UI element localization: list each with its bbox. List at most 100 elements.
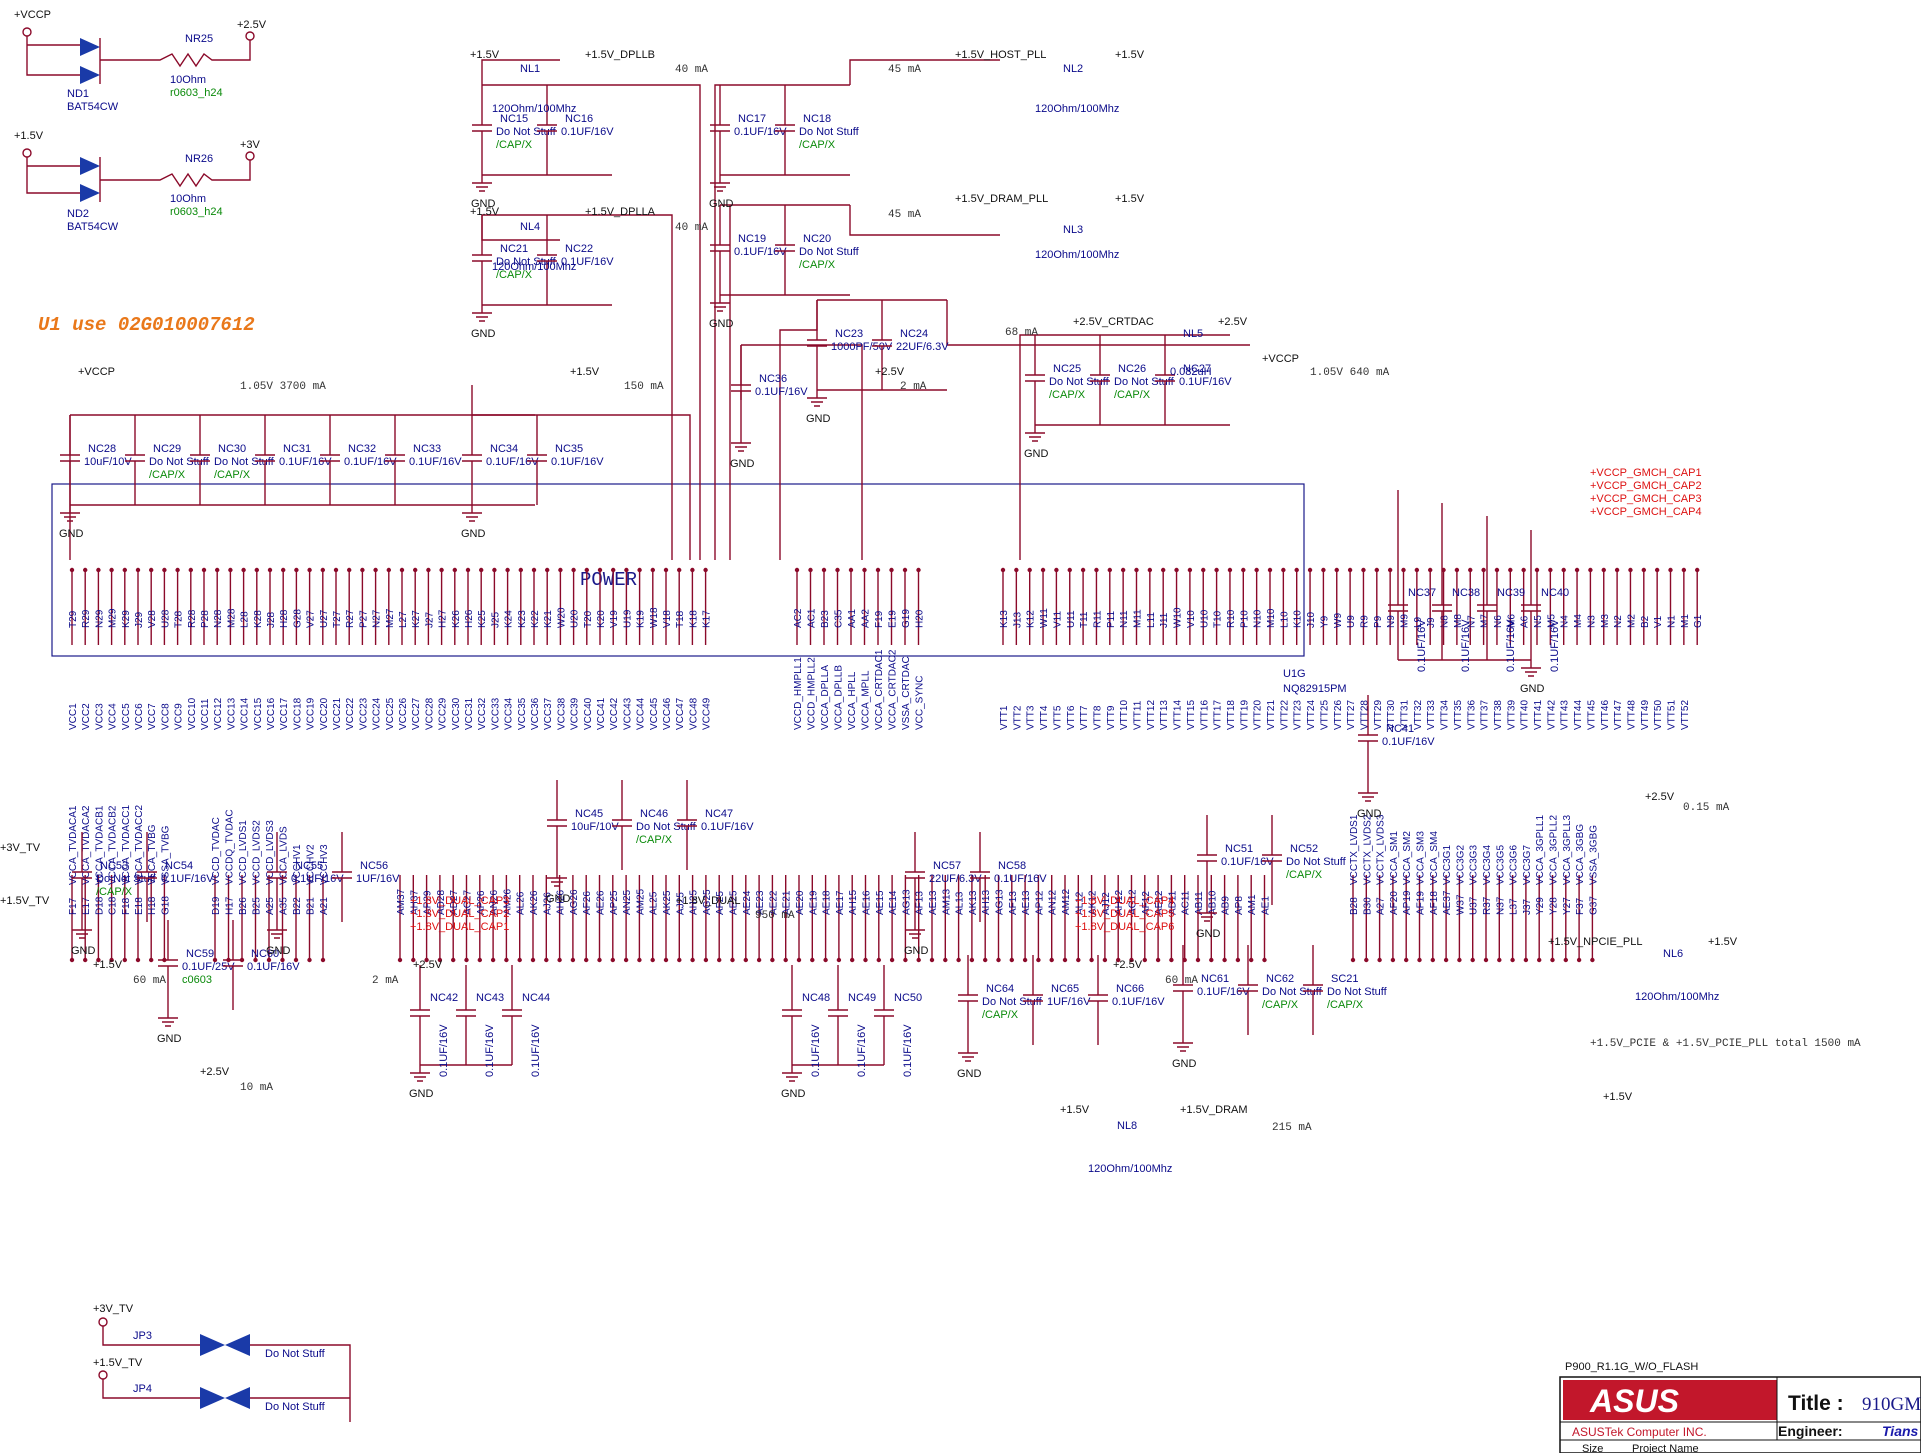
cap-value: 0.1UF/16V	[1221, 856, 1274, 868]
pin-name: VCCHV1	[292, 844, 303, 885]
pin-dot	[1254, 567, 1259, 573]
pin-name: VTT39	[1506, 700, 1517, 730]
pin-name: VCC22	[345, 697, 356, 730]
pin-number: M4	[1573, 614, 1584, 628]
cap-ref: SC21	[1331, 973, 1359, 985]
pin-name: VCC25	[385, 697, 396, 730]
pin-dot	[571, 567, 576, 573]
pin-dot	[610, 957, 615, 963]
pin-name: VCC16	[266, 697, 277, 730]
diode-circuit-2: +1.5V +3V ND2 BAT54CW NR26 10Ohm r0603_h…	[14, 130, 261, 233]
pin-number: AC1	[807, 608, 818, 628]
pin-dot	[1142, 957, 1148, 963]
pin-name: VTT10	[1119, 700, 1130, 730]
cap-sub: /CAP/X	[1049, 389, 1086, 401]
cap-ref: NC57	[933, 860, 961, 872]
cap-sub: /CAP/X	[1286, 869, 1323, 881]
pin-dot	[109, 957, 114, 963]
pin-dot	[1116, 957, 1121, 963]
pin-number: AK26	[529, 890, 540, 915]
pin-name: VTT35	[1453, 700, 1464, 730]
pin-dot	[122, 957, 128, 963]
pin-name: VTT50	[1653, 700, 1664, 730]
pin-name: VCC12	[213, 697, 224, 730]
pin-name: VTT41	[1533, 700, 1544, 730]
capacitor-icon	[72, 832, 92, 922]
pin-name: VTT38	[1493, 700, 1504, 730]
pin-dot	[1249, 957, 1254, 963]
pin-dot	[451, 957, 456, 963]
cap-ref: NC40	[1541, 587, 1569, 599]
pin-dot	[916, 567, 921, 573]
capacitor-icon	[60, 415, 80, 505]
pin-number: D19	[211, 896, 222, 915]
cap-value: 0.1UF/16V	[291, 873, 344, 885]
capacitor-icon	[874, 965, 894, 1065]
capacitor-icon	[462, 415, 482, 505]
pin-number: AB9	[1221, 896, 1232, 915]
current-note: 68 mA	[1005, 327, 1038, 339]
pin-number: U11	[1066, 610, 1077, 628]
net-label: +1.8V_DUAL_CAP2	[410, 908, 509, 920]
pin-number: G28	[292, 609, 303, 628]
pin-dot	[770, 957, 775, 963]
pin-name: VCCA_TVDACC2	[134, 805, 145, 885]
cap-sub: /CAP/X	[799, 259, 836, 271]
bead-val: 0.082uH	[1170, 366, 1212, 378]
ground-icon	[905, 922, 925, 939]
capacitor-icon	[1197, 815, 1217, 905]
pin-name: VCCA_3GBG	[1575, 824, 1586, 885]
pin-name: VTT1	[999, 705, 1010, 730]
current-note: 2 mA	[372, 975, 399, 987]
current-note: +1.5V_PCIE & +1.5V_PCIE_PLL total 1500 m…	[1590, 1038, 1861, 1050]
pin-name: VTT25	[1319, 700, 1330, 730]
pin-number: J29	[134, 611, 145, 628]
pin-number: L11	[1146, 612, 1157, 628]
pin-name: VCC37	[543, 697, 554, 730]
current-note: 950 mA	[755, 910, 795, 922]
pin-number: M8	[1453, 614, 1464, 628]
pin-number: AE13	[1021, 890, 1032, 915]
pin-dot	[916, 957, 921, 963]
pin-name: VTT37	[1480, 700, 1491, 730]
cap-value: 0.1UF/16V	[1112, 996, 1165, 1008]
pin-name: VCCTX_LVDS2	[1362, 814, 1373, 885]
cap-value: Do Not Stuff	[496, 126, 557, 138]
diode-circuit-1: +VCCP +2.5V ND1 BAT54CW NR25 10Ohm r0603…	[14, 9, 267, 113]
pin-dot	[743, 957, 748, 963]
pin-name: VCC3G2	[1455, 845, 1466, 885]
pin-number: J13	[1012, 611, 1023, 628]
rail-label: +1.5V_DRAM_PLL	[955, 193, 1048, 205]
pin-name: VTT43	[1560, 700, 1571, 730]
cap-value: Do Not Stuff	[636, 821, 697, 833]
capacitor-icon	[267, 832, 287, 922]
cap-value: Do Not Stuff	[982, 996, 1043, 1008]
capacitor-icon	[320, 415, 340, 505]
pin-number: Y9	[1319, 615, 1330, 628]
jumper-ref: JP4	[133, 1383, 152, 1395]
capacitor-icon	[828, 965, 848, 1065]
pin-dot	[505, 567, 510, 573]
rail-label: +1.5V_NPCIE_PLL	[1548, 936, 1642, 948]
pin-number: AE23	[755, 890, 766, 915]
cap-value: 0.1UF/16V	[1197, 986, 1250, 998]
pin-number: AJ12	[1101, 892, 1112, 915]
pin-number: W9	[1333, 613, 1344, 628]
pin-name: VTT52	[1680, 700, 1691, 730]
pin-number: AH12	[1114, 890, 1125, 915]
pin-dot	[1209, 957, 1214, 963]
pin-name: VCCA_SM3	[1416, 831, 1427, 885]
pin-dot	[293, 957, 299, 963]
pin-number: M6	[1506, 614, 1517, 628]
pin-dot	[1161, 567, 1166, 573]
pin-number: U9	[1346, 615, 1357, 628]
pin-number: W10	[1173, 607, 1184, 628]
pin-name: VCC10	[187, 697, 198, 730]
capacitor-icon	[775, 205, 795, 295]
cap-value: Do Not Stuff	[799, 246, 860, 258]
pin-dot	[1094, 567, 1099, 573]
pin-name: VCCA_CRTDAC2	[888, 649, 899, 730]
jumper-icon	[225, 1334, 250, 1356]
pin-name: VCC14	[240, 697, 251, 730]
pin-name: VCC34	[504, 697, 515, 730]
